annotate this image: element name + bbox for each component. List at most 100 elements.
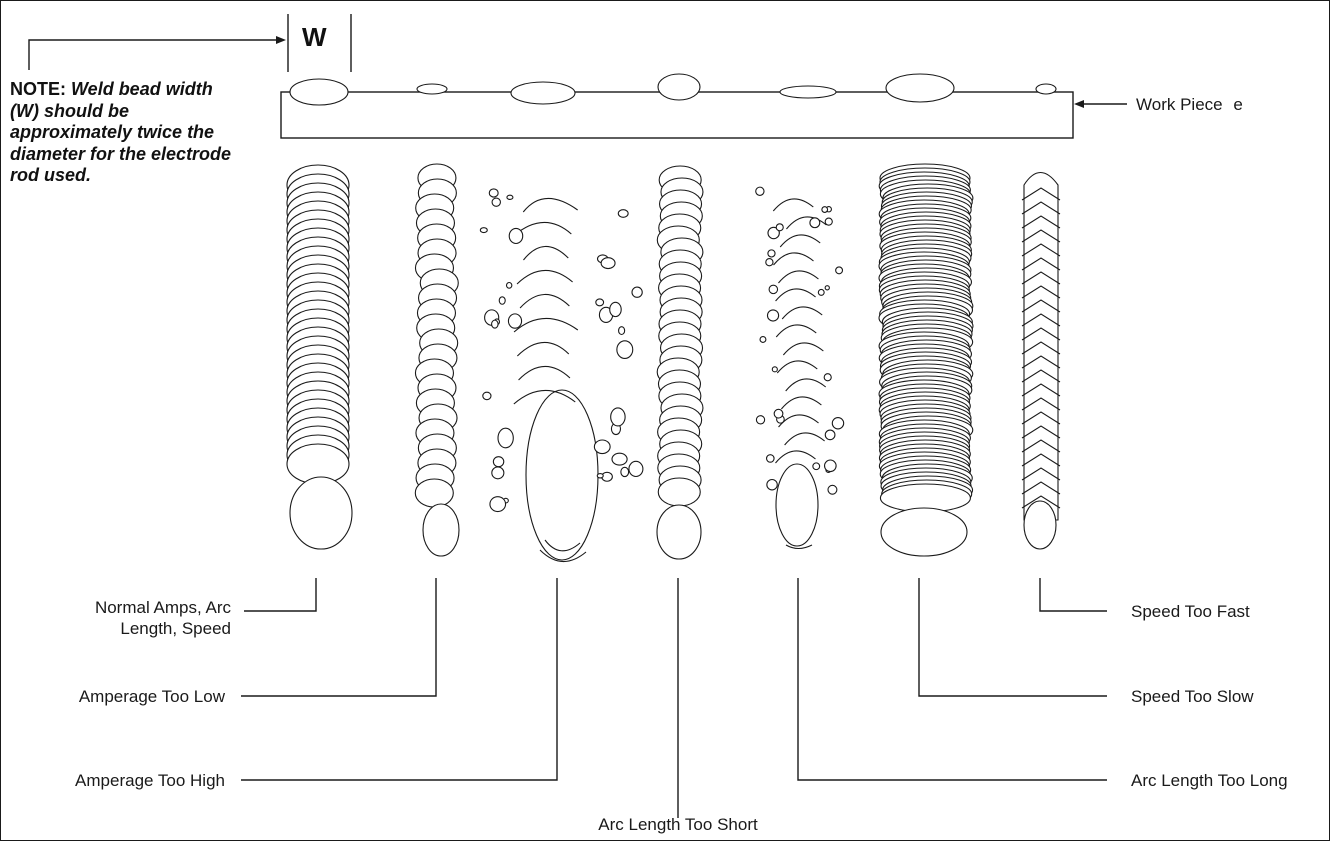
spatter-dot [611,452,628,466]
spatter-dot [817,288,825,296]
bead-ripple [778,414,819,428]
bead-chevron [1021,271,1061,285]
spatter-dot [595,298,605,307]
spatter-dot [609,301,622,318]
bead-ripple [519,293,570,309]
spatter-dot [812,462,821,471]
label-amperage-high: Amperage Too High [75,771,225,790]
bead-crater-mark [785,544,813,550]
bead-chevron [1021,439,1061,453]
spatter-dot [488,188,499,198]
bead-lump [657,477,701,507]
spatter-dot [489,496,507,513]
label-normal-line-2: Length, Speed [120,619,231,638]
label-amperage-low: Amperage Too Low [78,687,225,706]
bead-ripple [775,288,816,302]
work-piece-mark: e [1233,95,1243,114]
spatter-dot [593,439,611,455]
bead-chevron [1021,481,1061,495]
bead-ripple [784,432,825,446]
bead-crater [525,389,599,561]
bead-chevron [1021,411,1061,425]
bead-ripple [779,234,821,248]
bead-crater [1023,500,1057,550]
spatter-dot [507,313,523,329]
bead-section-normal [289,78,349,106]
spatter-dot [755,186,765,196]
bead-crater-mark [544,539,581,552]
bead-chevron [1021,285,1061,299]
spatter-dot [479,227,488,234]
bead-chevron [1021,355,1061,369]
label-normal: Normal Amps, Arc Length, Speed [95,597,231,639]
spatter-dot [497,427,514,449]
spatter-dot [765,258,774,267]
spatter-dot [491,197,501,207]
spatter-dot [773,408,784,419]
bead-chevron [1021,187,1061,201]
bead-ripple [775,450,816,464]
spatter-dot [482,391,492,401]
bead-chevron [1021,299,1061,313]
spatter-dot [610,407,626,427]
bead-crater-mark [539,549,587,563]
spatter-dot [767,226,780,240]
bead-chevron [1021,215,1061,229]
bead-chevron [1021,243,1061,257]
bead-chevron [1021,201,1061,215]
bead-ripple [773,252,814,266]
bead-chevron [1021,229,1061,243]
bead-ripple [513,389,576,405]
work-piece-section [280,73,1074,139]
spatter-dot [498,296,506,305]
bead-top-views [286,163,1061,563]
spatter-dot [508,227,524,245]
bead-section-arc-short [657,73,701,101]
bead-chevron [1021,495,1061,509]
bead-ripple [776,360,818,374]
spatter-dot [767,249,776,258]
spatter-dot [824,285,830,291]
label-arc-long: Arc Length Too Long [1131,771,1288,790]
spatter-dot [631,286,643,298]
spatter-dot [823,373,832,382]
spatter-dot [824,429,836,441]
width-w-label: W [302,22,327,52]
bead-ripple [516,269,573,285]
note-lead: NOTE: [10,79,66,99]
bead-chevron [1021,369,1061,383]
spatter-dot [620,466,630,478]
spatter-dot [765,454,775,463]
bead-chevron [1021,341,1061,355]
label-speed-fast: Speed Too Fast [1131,602,1250,621]
bead-section-speed-fast [1035,83,1057,95]
bead-section-amperage-high [510,81,576,105]
spatter-dot [491,319,499,329]
bead-ripple [778,270,819,284]
bead-ripple [780,396,822,410]
spatter-dot [766,478,778,491]
bead-ripple [775,324,817,338]
spatter-dot [823,459,837,473]
spatter-dot [771,366,778,373]
spatter-dot [596,472,604,479]
spatter-dot [824,217,833,226]
spatter-dot [616,340,634,359]
note-text: NOTE: Weld bead width (W) should be appr… [10,79,240,187]
bead-chevron [1021,425,1061,439]
bead-crater [289,476,353,550]
spatter-dot [827,484,838,495]
bead-crater [880,507,968,557]
bead-crater [775,463,819,547]
work-piece-label: Work Piece e [1136,94,1243,115]
spatter-dot [600,257,616,270]
bead-ripple [516,341,570,357]
bead-ripple [523,245,569,261]
spatter-dot [831,416,845,430]
leader-amperage-low [241,578,437,697]
bead-chevron [1021,257,1061,271]
bead-outline [1023,171,1059,521]
spatter-dot [768,284,779,295]
bead-chevron [1021,453,1061,467]
